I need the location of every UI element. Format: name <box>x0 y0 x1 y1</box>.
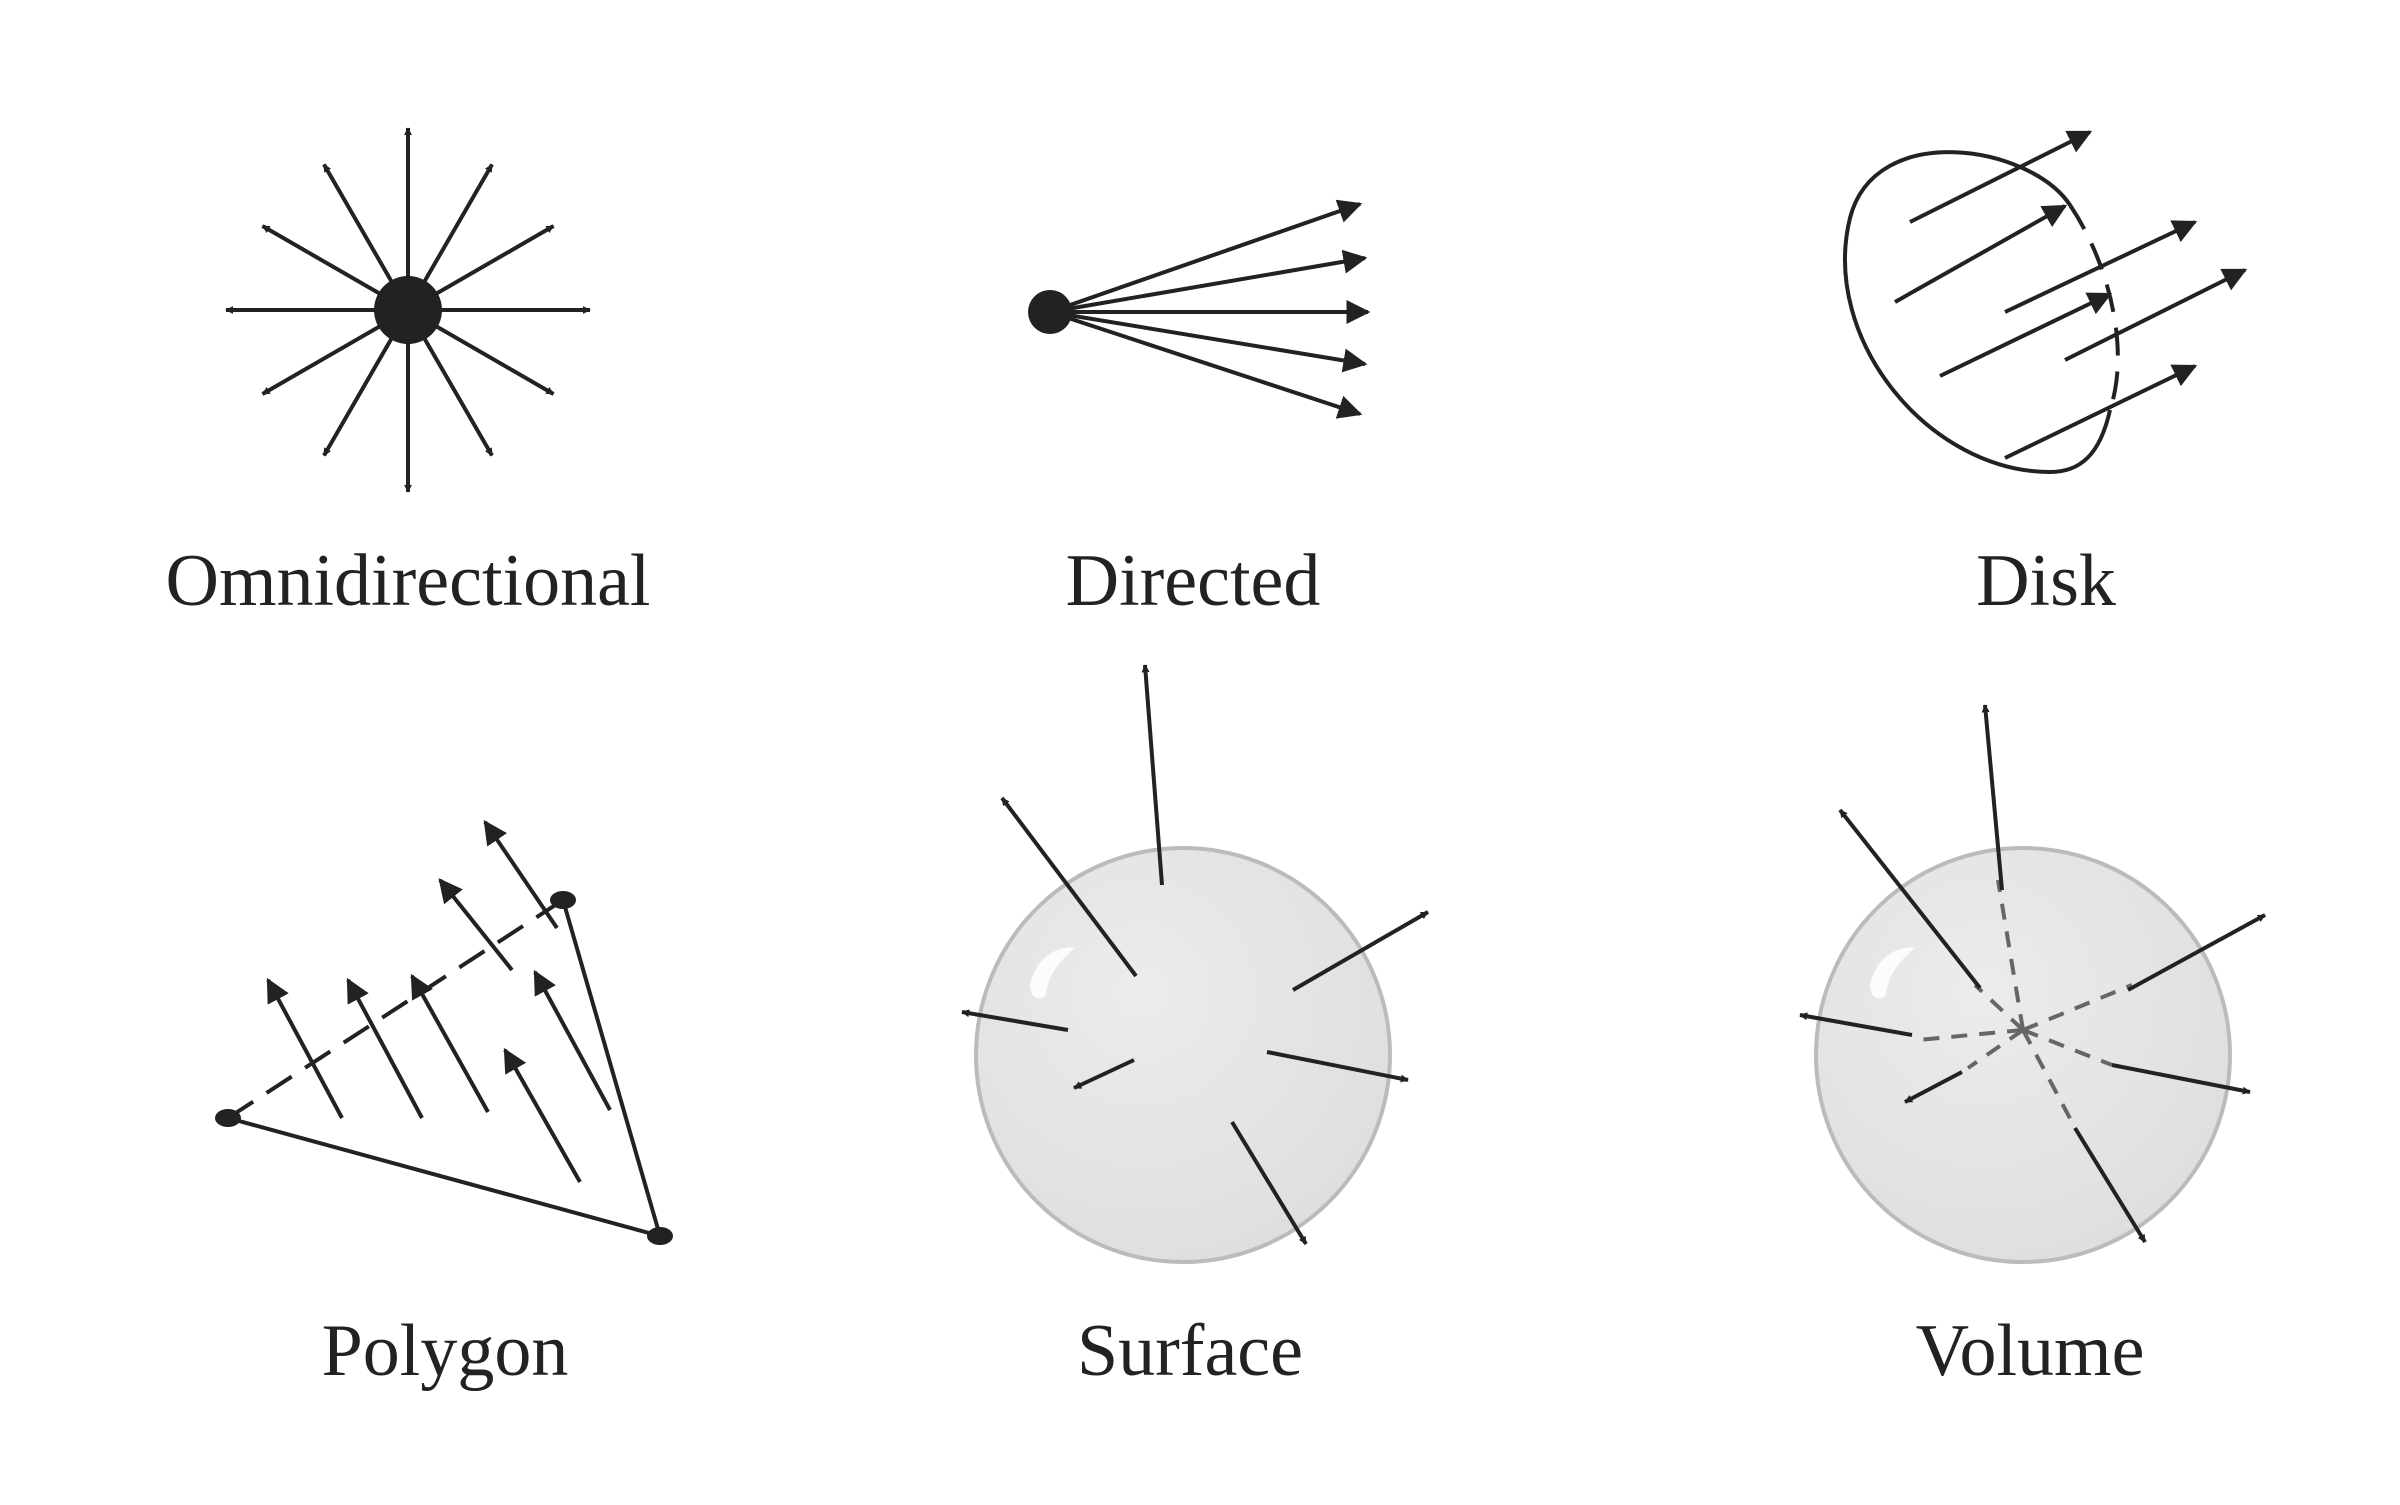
volume-interior-ray <box>2022 983 2133 1032</box>
polygon-edge <box>561 899 662 1237</box>
surface-sphere <box>974 846 1392 1264</box>
polygon-arrow <box>483 820 559 930</box>
polygon-edge-hidden <box>226 898 565 1120</box>
volume-arrows <box>1799 704 2266 1244</box>
volume-arrow <box>1904 1070 1963 1104</box>
panel-directed: Directed <box>1028 199 1371 622</box>
volume-interior-ray <box>2021 1029 2074 1123</box>
volume-arrow <box>1981 704 2004 891</box>
disk-arrow <box>2064 268 2248 362</box>
polygon-vertex <box>550 891 576 909</box>
surface-arrows <box>961 664 1430 1246</box>
label-omnidirectional: Omnidirectional <box>166 540 651 622</box>
disk-arrows <box>1894 130 2248 460</box>
volume-arrow <box>2073 1126 2147 1244</box>
directed-arrows <box>1049 199 1371 419</box>
volume-sphere <box>1814 846 2232 1264</box>
disk-outline <box>1843 150 2072 474</box>
volume-interior-ray <box>1917 1028 2024 1042</box>
disk-arrow <box>1894 204 2068 304</box>
directed-arrow <box>1049 249 1368 314</box>
polygon-arrows <box>266 820 612 1183</box>
panel-volume: Volume <box>1799 704 2266 1392</box>
polygon-vertex <box>215 1109 241 1127</box>
directed-arrow <box>1049 310 1363 419</box>
label-disk: Disk <box>1976 540 2116 622</box>
polygon-arrow <box>533 969 612 1111</box>
surface-arrow <box>1000 796 1138 978</box>
volume-arrow <box>2111 1063 2251 1095</box>
surface-arrow <box>1141 664 1164 886</box>
disk-arrow <box>1909 130 2093 224</box>
polygon-arrow <box>346 977 424 1119</box>
polygon-arrow <box>410 973 490 1113</box>
disk-arrow <box>2004 364 2198 460</box>
label-surface: Surface <box>1077 1310 1303 1392</box>
volume-interior-ray <box>2022 1028 2113 1067</box>
volume-interior-ray <box>1973 983 2025 1032</box>
volume-highlight <box>1870 947 1915 999</box>
label-directed: Directed <box>1066 540 1321 622</box>
panel-surface: Surface <box>961 664 1430 1392</box>
polygon-vertex <box>647 1227 673 1245</box>
polygon-arrow <box>503 1047 582 1183</box>
polygon-arrow <box>438 878 514 972</box>
volume-arrow <box>2127 913 2266 992</box>
disk-arrow <box>2004 220 2198 314</box>
omnidirectional-point-source <box>374 276 442 344</box>
volume-interior-ray <box>1996 879 2025 1031</box>
label-polygon: Polygon <box>322 1310 569 1392</box>
directed-arrow <box>1049 199 1363 314</box>
disk-arrow <box>1939 292 2113 378</box>
panel-omnidirectional: Omnidirectional <box>166 127 651 622</box>
disk-outline-hidden <box>2068 203 2120 411</box>
polygon-arrow <box>266 977 344 1119</box>
disk-outline-lower <box>2049 409 2112 474</box>
panel-polygon: Polygon <box>215 820 673 1392</box>
volume-interior-ray <box>1966 1028 2025 1070</box>
volume-arrow <box>1838 808 1982 990</box>
label-volume: Volume <box>1916 1310 2145 1392</box>
panel-disk: Disk <box>1843 130 2248 622</box>
volume-interior-rays <box>1917 879 2133 1123</box>
volume-arrow <box>1799 1012 1913 1037</box>
surface-arrow <box>1291 910 1430 992</box>
polygon-edge <box>227 1116 661 1238</box>
directed-arrow <box>1049 310 1368 373</box>
surface-arrow <box>961 1009 1069 1032</box>
directed-point-source <box>1028 290 1072 334</box>
surface-arrow <box>1266 1050 1409 1083</box>
surface-arrow <box>1073 1058 1135 1090</box>
surface-highlight <box>1030 947 1075 999</box>
surface-arrow <box>1230 1120 1308 1246</box>
